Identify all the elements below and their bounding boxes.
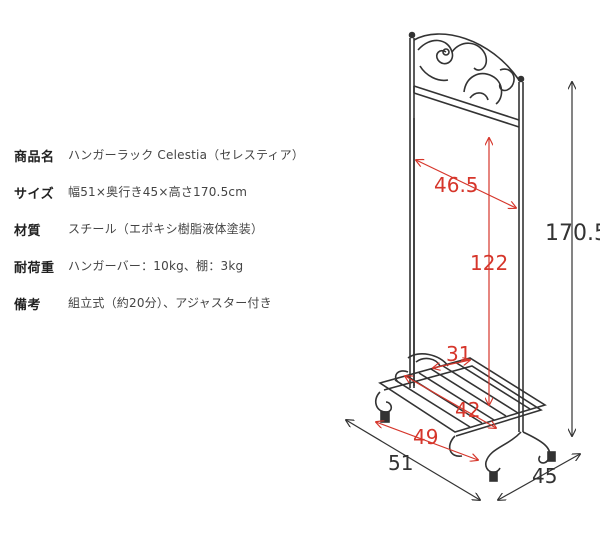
dimension-arrows-red <box>376 138 516 460</box>
dim-shelf-width: 42 <box>455 398 480 422</box>
spec-value: スチール（エポキシ樹脂液体塗装） <box>68 222 264 236</box>
dim-shelf-depth: 31 <box>446 342 471 366</box>
spec-value: 組立式（約20分）、アジャスター付き <box>68 296 272 310</box>
spec-row-name: 商品名 ハンガーラック Celestia（セレスティア） <box>14 140 344 177</box>
spec-label: 耐荷重 <box>14 261 55 276</box>
spec-row-size: サイズ 幅51×奥行き45×高さ170.5cm <box>14 177 344 214</box>
spec-value: 幅51×奥行き45×高さ170.5cm <box>68 185 248 199</box>
spec-label: 備考 <box>14 298 42 313</box>
spec-row-load: 耐荷重 ハンガーバー：10kg、棚：3kg <box>14 251 344 288</box>
spec-table: 商品名 ハンガーラック Celestia（セレスティア） サイズ 幅51×奥行き… <box>14 140 344 325</box>
dimension-arrows-black <box>346 82 580 500</box>
dim-height-total: 170.5 <box>545 221 600 246</box>
spec-label: 材質 <box>14 224 42 239</box>
spec-label: サイズ <box>14 187 55 202</box>
dim-inner-width: 46.5 <box>434 173 479 197</box>
dim-inner-height: 122 <box>470 251 508 275</box>
spec-value: ハンガーバー：10kg、棚：3kg <box>68 259 244 273</box>
spec-label: 商品名 <box>14 150 55 165</box>
dim-width: 51 <box>388 451 413 475</box>
dim-shelf-length: 49 <box>413 425 438 449</box>
rack-frame <box>408 31 525 432</box>
dim-depth: 45 <box>532 464 557 488</box>
spec-row-notes: 備考 組立式（約20分）、アジャスター付き <box>14 288 344 325</box>
spec-row-material: 材質 スチール（エポキシ樹脂液体塗装） <box>14 214 344 251</box>
spec-value: ハンガーラック Celestia（セレスティア） <box>68 148 305 162</box>
